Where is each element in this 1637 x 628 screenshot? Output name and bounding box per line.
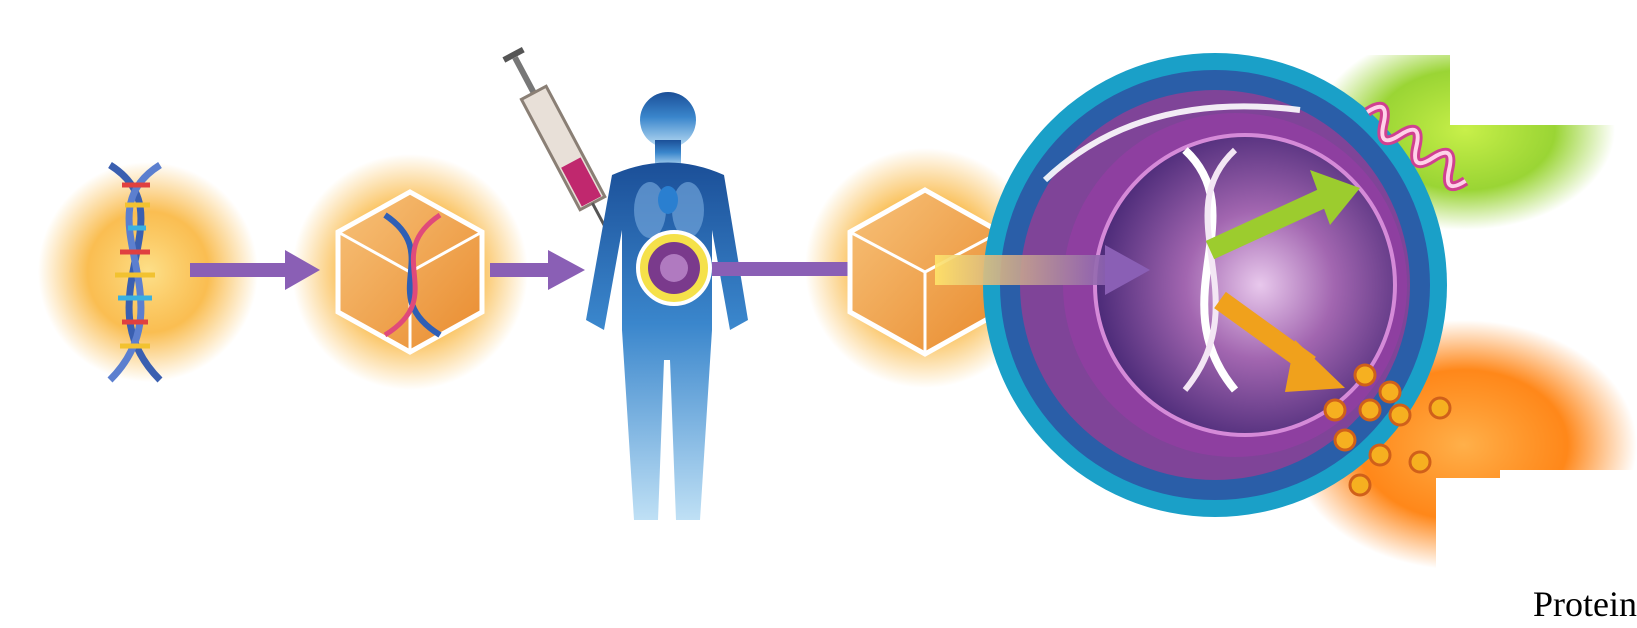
injection-site-cell bbox=[638, 232, 710, 304]
human-body-icon bbox=[586, 92, 748, 520]
protein-label: Protein bbox=[1533, 586, 1637, 622]
syringe-icon bbox=[500, 46, 623, 245]
